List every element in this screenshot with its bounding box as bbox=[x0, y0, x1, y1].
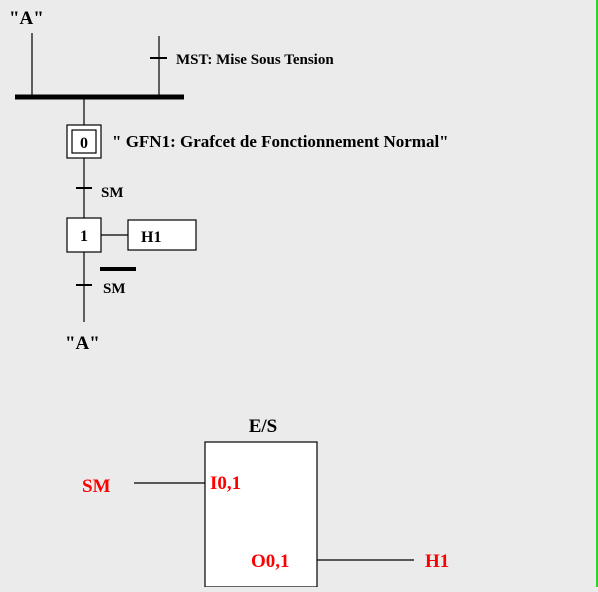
output-address: O0,1 bbox=[251, 551, 290, 572]
action-box bbox=[127, 219, 197, 251]
step-1-number: 1 bbox=[80, 228, 88, 245]
input-address: I0,1 bbox=[210, 473, 241, 494]
io-block-title: E/S bbox=[249, 416, 278, 437]
io-block bbox=[204, 441, 318, 588]
transition-1-condition: SM bbox=[101, 185, 124, 201]
output-signal: H1 bbox=[425, 551, 449, 572]
step-0-inner-frame bbox=[71, 129, 97, 154]
input-signal: SM bbox=[82, 476, 111, 497]
top-connector-label: "A" bbox=[9, 8, 44, 29]
mst-label: MST: Mise Sous Tension bbox=[176, 52, 334, 68]
action-label: H1 bbox=[141, 229, 161, 246]
step-1 bbox=[66, 217, 102, 253]
step-0: 0 bbox=[66, 124, 102, 159]
bottom-connector-label: "A" bbox=[65, 333, 100, 354]
step-0-comment: " GFN1: Grafcet de Fonctionnement Normal… bbox=[112, 132, 449, 151]
transition-2-condition: SM bbox=[103, 281, 126, 297]
frame-border bbox=[596, 0, 598, 587]
step-0-number: 0 bbox=[80, 135, 88, 152]
